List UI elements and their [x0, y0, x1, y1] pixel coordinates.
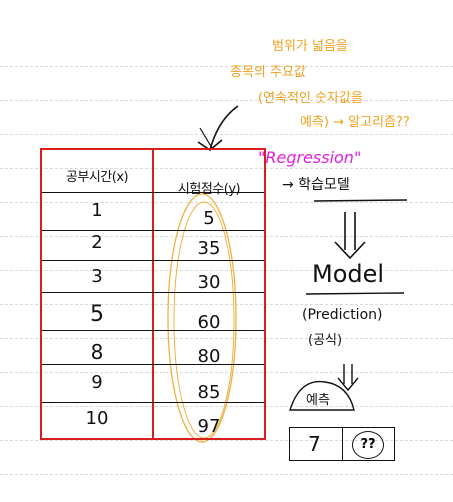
guide-line	[0, 338, 453, 339]
guide-line	[0, 202, 453, 203]
guide-line	[0, 474, 453, 475]
cell-score: 97	[197, 416, 221, 437]
guide-line	[0, 372, 453, 373]
guide-line	[0, 304, 453, 305]
header-exam-score: 시험점수(y)	[177, 182, 241, 197]
cell-score: 30	[197, 272, 221, 293]
note-orange-line1: 범위가 넓음을	[272, 39, 348, 54]
table-rule	[42, 364, 264, 365]
guide-line	[0, 270, 453, 271]
cell-score: 60	[197, 312, 221, 333]
cell-hours: 9	[91, 372, 103, 393]
cell-hours: 8	[90, 340, 104, 364]
note-orange-line3: (연속적인 숫자값을	[258, 91, 363, 106]
cell-hours: 2	[91, 232, 103, 253]
method-label: → 학습모델	[282, 177, 350, 193]
table-rule	[42, 402, 264, 403]
study-score-table: 공부시간(x) 시험점수(y) 1 5 2 35 3 30 5 60 8 80 …	[40, 148, 266, 440]
guide-line	[0, 100, 453, 101]
cell-hours: 1	[91, 200, 103, 221]
predict-label: 예측	[306, 393, 330, 408]
cell-score: 85	[197, 382, 221, 403]
cell-score: 80	[197, 346, 221, 367]
method-underline	[313, 199, 408, 202]
note-orange-line4: 예측) → 알고리즘??	[300, 115, 410, 130]
prediction-box: 7 ??	[289, 427, 395, 461]
table-column-divider	[152, 150, 154, 438]
prediction-output: ??	[352, 431, 384, 459]
table-rule	[42, 330, 264, 331]
prediction-label: (Prediction)	[302, 307, 383, 323]
guide-line	[0, 236, 453, 237]
cell-score: 35	[197, 238, 221, 259]
formula-label: (공식)	[308, 333, 343, 348]
cell-hours: 10	[85, 408, 109, 429]
table-rule	[42, 192, 264, 193]
prediction-box-divider	[342, 428, 343, 460]
cell-score: 5	[203, 208, 215, 229]
guide-line	[0, 134, 453, 135]
regression-label: "Regression"	[258, 148, 362, 167]
header-study-hours: 공부시간(x)	[65, 170, 129, 185]
guide-line	[0, 168, 453, 169]
note-orange-line2: 종목의 주요값	[230, 65, 306, 80]
prediction-input: 7	[308, 432, 321, 456]
table-rule	[42, 292, 264, 293]
cell-hours: 5	[90, 302, 104, 327]
guide-line	[0, 406, 453, 407]
table-rule	[42, 230, 264, 231]
cell-hours: 3	[91, 266, 103, 287]
model-label: Model	[312, 260, 385, 288]
table-rule	[42, 260, 264, 261]
guide-line	[0, 440, 453, 441]
guide-line	[0, 66, 453, 67]
